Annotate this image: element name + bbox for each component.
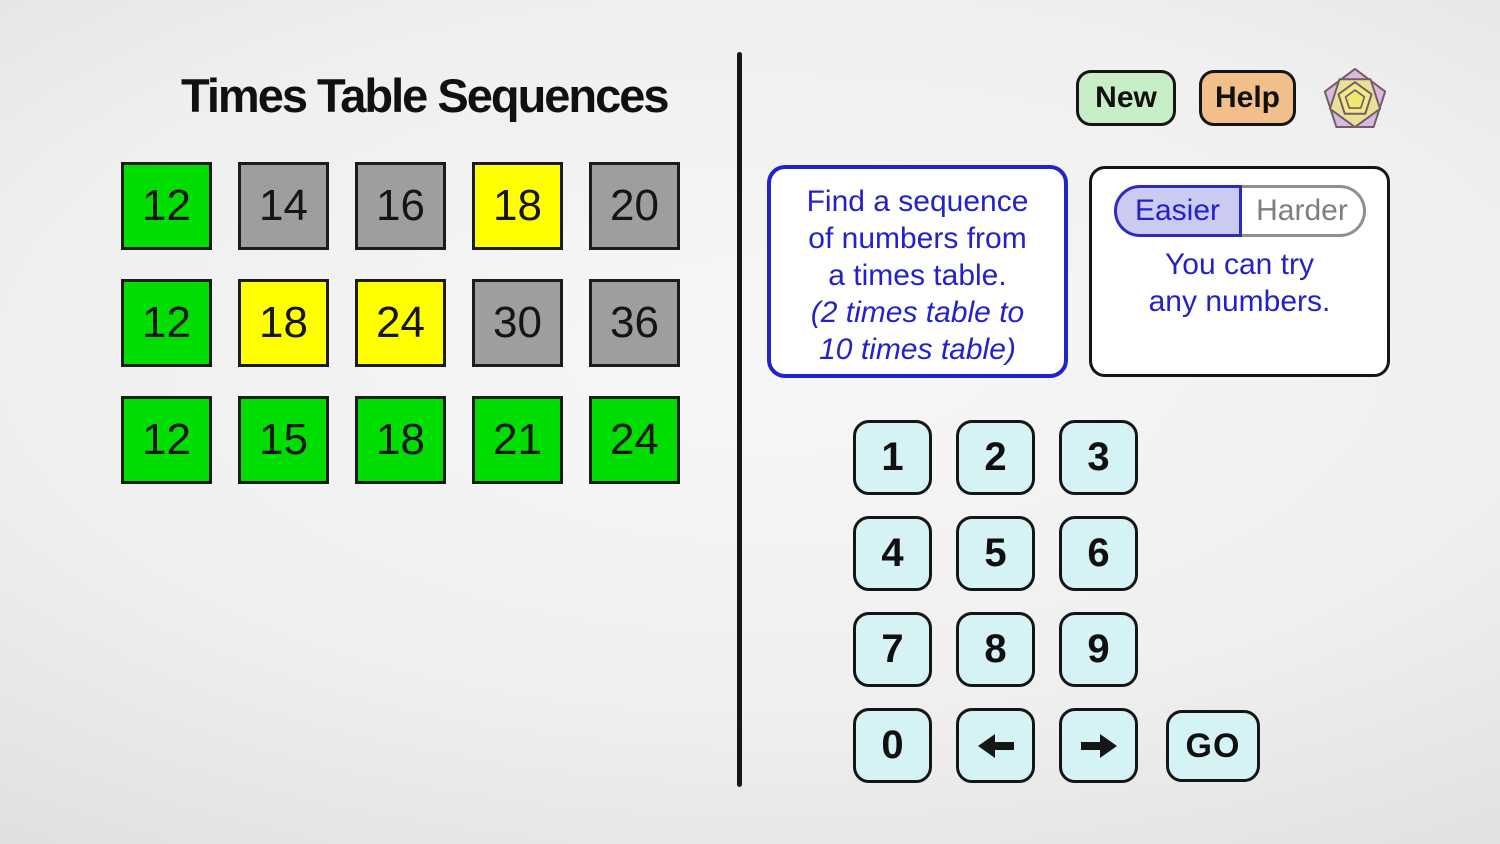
instruction-line: a times table. — [828, 259, 1007, 292]
difficulty-note-line: You can try — [1165, 248, 1314, 281]
right-arrow-icon — [1077, 733, 1121, 759]
easier-toggle-option[interactable]: Easier — [1113, 185, 1242, 237]
board-tile[interactable]: 12 — [121, 279, 212, 367]
board-tile[interactable]: 18 — [472, 162, 563, 250]
difficulty-note-line: any numbers. — [1148, 285, 1331, 318]
board-tile[interactable]: 12 — [121, 162, 212, 250]
left-arrow-icon — [974, 733, 1018, 759]
difficulty-note: You can try any numbers. — [1092, 246, 1387, 320]
vertical-divider — [737, 52, 742, 787]
board-tile[interactable]: 21 — [472, 396, 563, 484]
keypad-button-5[interactable]: 5 — [956, 516, 1035, 591]
instruction-panel: Find a sequence of numbers from a times … — [767, 165, 1068, 378]
board-tile[interactable]: 14 — [238, 162, 329, 250]
pentagon-rosette-logo-icon[interactable] — [1322, 64, 1388, 132]
instruction-line: of numbers from — [808, 222, 1027, 255]
keypad-button-4[interactable]: 4 — [853, 516, 932, 591]
keypad-button-1[interactable]: 1 — [853, 420, 932, 495]
sequence-board: 12 14 16 18 20 12 18 24 30 36 12 15 18 2… — [121, 162, 680, 484]
number-keypad: 1 2 3 4 5 6 7 8 9 0 — [853, 420, 1138, 783]
instruction-line: Find a sequence — [806, 185, 1029, 218]
board-tile[interactable]: 16 — [355, 162, 446, 250]
keypad-button-7[interactable]: 7 — [853, 612, 932, 687]
board-tile[interactable]: 24 — [355, 279, 446, 367]
instruction-line: (2 times table to — [810, 296, 1025, 329]
board-tile[interactable]: 36 — [589, 279, 680, 367]
keypad-button-2[interactable]: 2 — [956, 420, 1035, 495]
board-tile[interactable]: 18 — [238, 279, 329, 367]
board-tile[interactable]: 30 — [472, 279, 563, 367]
board-tile[interactable]: 24 — [589, 396, 680, 484]
board-tile[interactable]: 20 — [589, 162, 680, 250]
go-button[interactable]: GO — [1166, 710, 1260, 782]
board-tile[interactable]: 15 — [238, 396, 329, 484]
help-button[interactable]: Help — [1199, 70, 1296, 126]
harder-toggle-option[interactable]: Harder — [1241, 185, 1366, 237]
keypad-button-8[interactable]: 8 — [956, 612, 1035, 687]
keypad-button-3[interactable]: 3 — [1059, 420, 1138, 495]
new-button[interactable]: New — [1076, 70, 1176, 126]
keypad-right-arrow-button[interactable] — [1059, 708, 1138, 783]
board-tile[interactable]: 18 — [355, 396, 446, 484]
difficulty-toggle: Easier Harder — [1113, 185, 1366, 237]
board-tile[interactable]: 12 — [121, 396, 212, 484]
keypad-left-arrow-button[interactable] — [956, 708, 1035, 783]
keypad-button-9[interactable]: 9 — [1059, 612, 1138, 687]
keypad-button-0[interactable]: 0 — [853, 708, 932, 783]
instruction-line: 10 times table) — [819, 333, 1016, 366]
page-title: Times Table Sequences — [181, 69, 670, 122]
keypad-button-6[interactable]: 6 — [1059, 516, 1138, 591]
difficulty-panel: Easier Harder You can try any numbers. — [1089, 166, 1390, 377]
